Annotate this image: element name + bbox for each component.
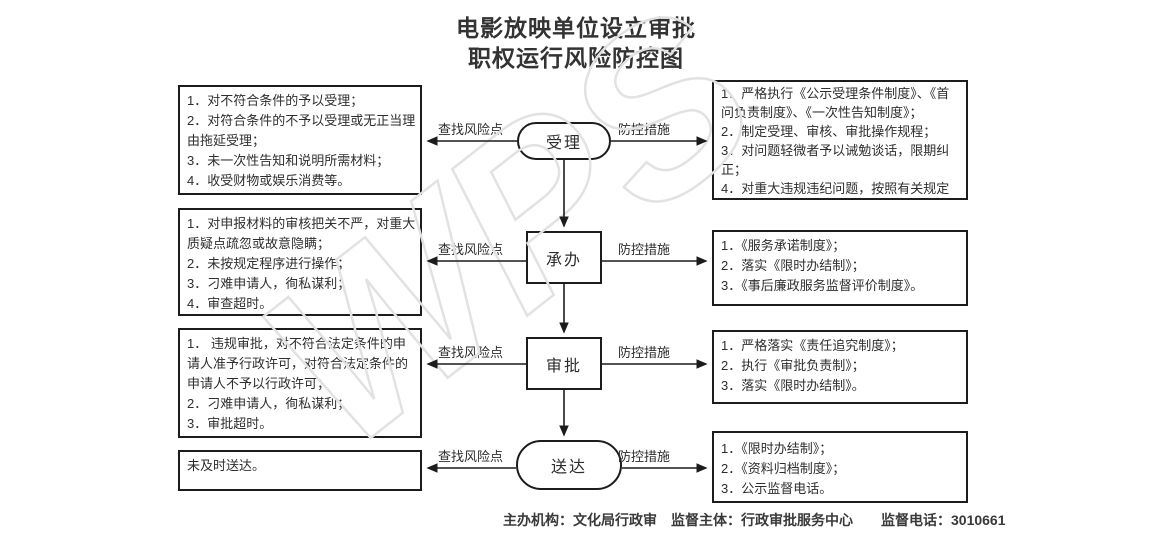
risk-item: 2．刁难申请人，徇私谋利；	[187, 396, 351, 411]
risk-box-accept: 1．对不符合条件的予以受理； 2．对符合条件的不予以受理或无正当理由拖延受理； …	[178, 85, 422, 195]
risk-item: 1．对不符合条件的予以受理；	[187, 93, 364, 108]
page-title-line1: 电影放映单位设立审批	[456, 15, 696, 41]
node-approve-label: 审批	[545, 357, 582, 375]
node-undertake: 承办	[526, 231, 602, 284]
label-risk-row2: 查找风险点	[438, 242, 504, 257]
risk-item: 2．未按规定程序进行操作；	[187, 256, 351, 271]
label-control-row4: 防控措施	[618, 449, 671, 464]
risk-item: 1． 违规审批，对不符合法定条件的申请人准予行政许可，对符合法定条件的申请人不予…	[187, 336, 409, 391]
risk-item: 3．未一次性告知和说明所需材料；	[187, 153, 390, 168]
node-accept-label: 受理	[545, 135, 582, 152]
label-risk-row1: 查找风险点	[438, 122, 504, 137]
measure-item: 2．落实《限时办结制》；	[721, 258, 865, 273]
risk-item: 1．对申报材料的审核把关不严，对重大质疑点疏忽或故意隐瞒；	[187, 216, 416, 251]
risk-box-deliver: 未及时送达。	[178, 450, 422, 491]
measure-item: 1．严格落实《责任追究制度》；	[721, 338, 904, 353]
measure-box-deliver: 1．《限时办结制》； 2．《资料归档制度》； 3．公示监督电话。	[712, 431, 968, 503]
measure-item: 3．对问题轻微者予以诫勉谈话，限期纠正；	[721, 143, 950, 177]
measure-box-undertake: 1．《服务承诺制度》； 2．落实《限时办结制》； 3．《事后廉政服务监督评价制度…	[712, 230, 968, 306]
measure-item: 1．《限时办结制》；	[721, 441, 833, 456]
measure-item: 4．对重大违规违纪问题，按照有关规定严肃查处。	[721, 181, 950, 196]
risk-box-approve: 1． 违规审批，对不符合法定条件的申请人准予行政许可，对符合法定条件的申请人不予…	[178, 328, 422, 438]
node-accept: 受理	[517, 122, 611, 160]
risk-item: 2．对符合条件的不予以受理或无正当理由拖延受理；	[187, 113, 416, 148]
risk-box-undertake: 1．对申报材料的审核把关不严，对重大质疑点疏忽或故意隐瞒； 2．未按规定程序进行…	[178, 208, 422, 316]
label-risk-row4: 查找风险点	[438, 449, 504, 464]
measure-item: 3．公示监督电话。	[721, 481, 833, 496]
node-approve: 审批	[526, 337, 602, 390]
risk-item: 未及时送达。	[187, 458, 266, 473]
page-title-line2: 职权运行风险防控图	[468, 45, 684, 71]
risk-item: 4．收受财物或娱乐消费等。	[187, 173, 351, 188]
node-deliver-label: 送达	[550, 459, 587, 476]
label-risk-row3: 查找风险点	[438, 345, 504, 360]
label-control-row2: 防控措施	[618, 242, 671, 257]
measure-item: 2．《资料归档制度》；	[721, 461, 846, 476]
measure-box-accept: 1．严格执行《公示受理条件制度》、《首问负责制度》、《一次性告知制度》； 2．制…	[712, 80, 968, 200]
label-control-row3: 防控措施	[618, 345, 671, 360]
measure-item: 2．制定受理、审核、审批操作规程；	[721, 124, 937, 139]
risk-item: 3．审批超时。	[187, 416, 273, 431]
measure-item: 3．落实《限时办结制》。	[721, 378, 865, 393]
footer-text: 主办机构：文化局行政审 监督主体：行政审批服务中心 监督电话：3010661	[503, 512, 1006, 528]
measure-item: 3．《事后廉政服务监督评价制度》。	[721, 278, 924, 293]
measure-item: 1．严格执行《公示受理条件制度》、《首问负责制度》、《一次性告知制度》；	[721, 86, 950, 120]
risk-item: 4．审查超时。	[187, 296, 273, 311]
measure-item: 1．《服务承诺制度》；	[721, 238, 846, 253]
measure-box-approve: 1．严格落实《责任追究制度》； 2．执行《审批负责制》； 3．落实《限时办结制》…	[712, 330, 968, 404]
risk-item: 3．刁难申请人，徇私谋利；	[187, 276, 351, 291]
page-title: 电影放映单位设立审批 职权运行风险防控图	[0, 13, 1152, 73]
node-deliver: 送达	[516, 440, 622, 490]
measure-item: 2．执行《审批负责制》；	[721, 358, 865, 373]
node-undertake-label: 承办	[545, 251, 582, 269]
label-control-row1: 防控措施	[618, 122, 671, 137]
